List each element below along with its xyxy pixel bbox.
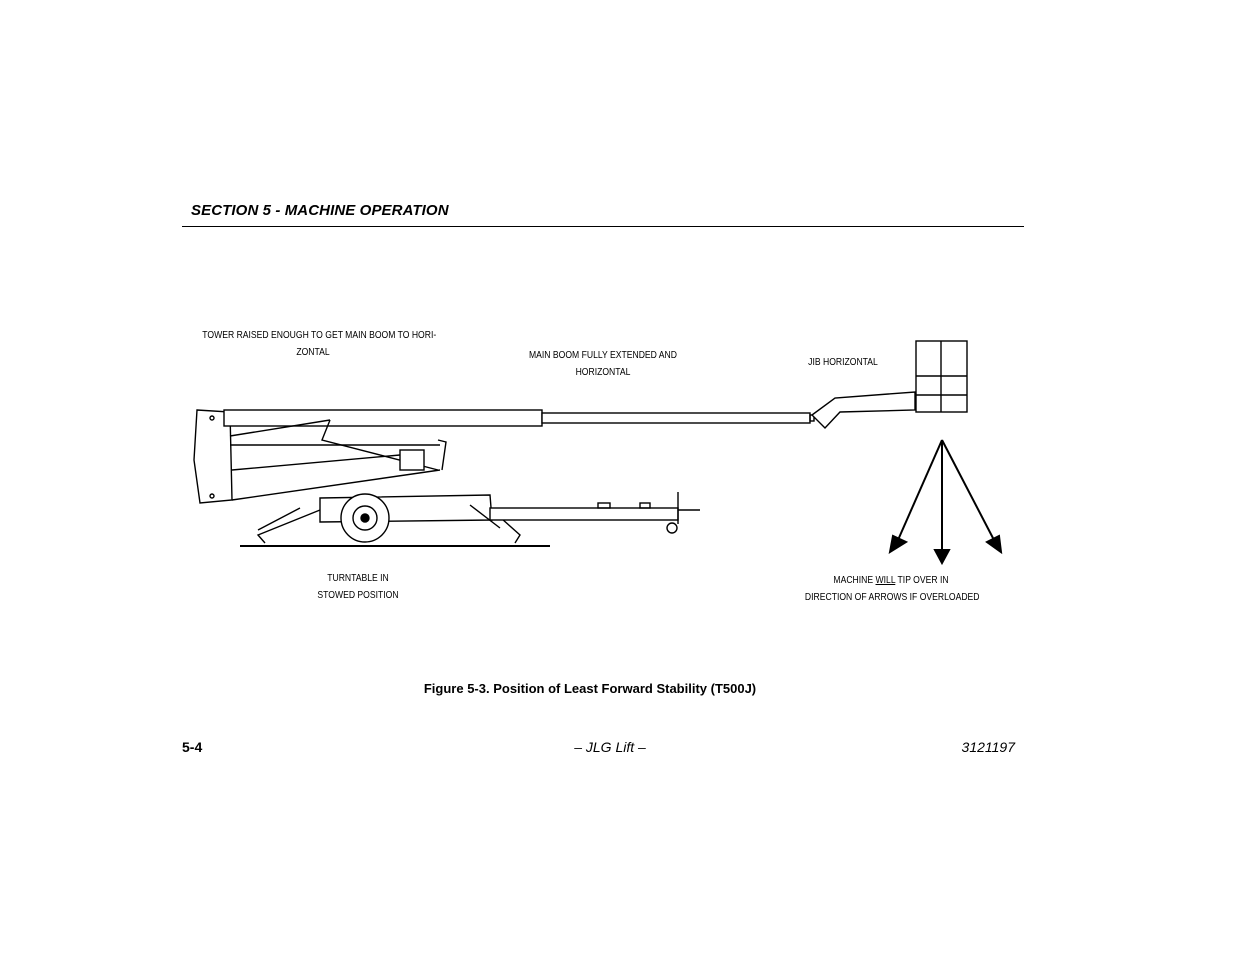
tip-prefix: MACHINE (833, 574, 876, 586)
footer-publisher: – JLG Lift – (574, 739, 646, 755)
boom-label-line2: HORIZONTAL (575, 366, 631, 378)
turntable-label: TURNTABLE IN STOWED POSITION (309, 570, 407, 604)
tower-label-line1: TOWER RAISED ENOUGH TO GET MAIN BOOM TO … (202, 329, 437, 341)
header-divider (182, 226, 1024, 227)
tip-over-label-line2: DIRECTION OF ARROWS IF OVERLOADED (804, 591, 980, 603)
tip-over-label: MACHINE WILL TIP OVER IN DIRECTION OF AR… (804, 572, 980, 606)
tower-label: TOWER RAISED ENOUGH TO GET MAIN BOOM TO … (202, 327, 437, 361)
jib-label: JIB HORIZONTAL (808, 356, 878, 368)
page-number: 5-4 (182, 739, 203, 755)
boom-label-line1: MAIN BOOM FULLY EXTENDED AND (528, 349, 677, 361)
tower-label-line2: ZONTAL (296, 346, 330, 358)
section-title: SECTION 5 - MACHINE OPERATION (191, 202, 449, 219)
doc-number: 3121197 (961, 739, 1015, 755)
tip-will-emphasis: WILL (875, 574, 896, 586)
figure-caption: Figure 5-3. Position of Least Forward St… (423, 681, 757, 696)
boom-label: MAIN BOOM FULLY EXTENDED AND HORIZONTAL (525, 347, 681, 381)
tip-over-label-line1: MACHINE WILL TIP OVER IN (805, 572, 977, 589)
turntable-label-line2: STOWED POSITION (317, 589, 399, 601)
tip-suffix: TIP OVER IN (895, 574, 949, 586)
turntable-label-line1: TURNTABLE IN (327, 572, 389, 584)
